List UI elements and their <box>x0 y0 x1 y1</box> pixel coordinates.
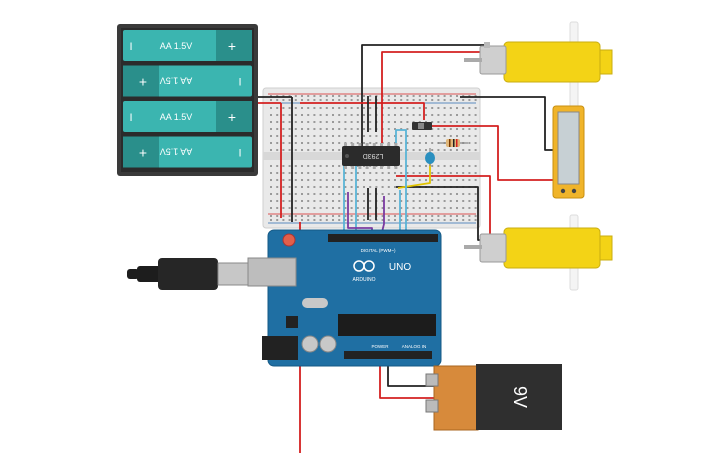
arduino-logo <box>353 260 375 272</box>
wire-top-black-right <box>460 96 556 151</box>
multimeter <box>552 105 585 199</box>
aa-cell-minus: I <box>238 77 241 89</box>
wire-motor-top-red <box>381 51 486 148</box>
wire-motor-bottom-red <box>396 175 491 248</box>
battery-9v-label: 9V <box>510 386 530 408</box>
l293d-driver: L293D <box>342 143 400 169</box>
aa-cell-label: AA 1.5V <box>160 147 193 157</box>
motor-top <box>464 21 613 113</box>
aa-battery-pack: I + AA 1.5V I + AA 1.5V I + AA 1.5V I + AA 1.5V <box>117 24 258 176</box>
aa-cell-minus: I <box>129 41 132 53</box>
aa-cell: I + AA 1.5V <box>123 65 252 97</box>
resistor <box>438 139 468 147</box>
aa-cell-plus: + <box>139 145 147 161</box>
arduino-analog-label: ANALOG IN <box>402 344 427 349</box>
aa-cell: I + AA 1.5V <box>123 101 252 132</box>
aa-cell-plus: + <box>228 109 236 125</box>
aa-cell: I + AA 1.5V <box>123 30 252 61</box>
aa-cell-minus: I <box>238 148 241 160</box>
ic-label: L293D <box>363 152 384 159</box>
breadboard-holes <box>270 95 477 221</box>
slide-switch <box>412 122 432 130</box>
wire-9v-red <box>379 355 436 399</box>
wire-yellow <box>397 160 431 189</box>
arduino-model: UNO <box>389 262 411 273</box>
aa-cell-plus: + <box>228 38 236 54</box>
arduino-brand: ARDUINO <box>352 277 375 283</box>
battery-9v: 9V <box>425 364 562 431</box>
wire-meter-red <box>432 125 556 181</box>
atmega-chip <box>338 314 436 336</box>
aa-cell-plus: + <box>139 74 147 90</box>
capacitor <box>425 148 435 166</box>
digital-header <box>328 234 438 242</box>
usb-cable <box>127 258 251 290</box>
aa-cell-minus: I <box>129 112 132 124</box>
wire-top-red-long <box>300 102 425 120</box>
power-analog-header <box>344 351 432 359</box>
aa-cell-label: AA 1.5V <box>160 76 193 86</box>
aa-cell-label: AA 1.5V <box>160 41 193 51</box>
arduino-digital-label: DIGITAL (PWM~) <box>361 248 396 253</box>
arduino-uno: DIGITAL (PWM~) UNO ARDUINO POWER ANALOG … <box>247 229 442 367</box>
arduino-power-label: POWER <box>371 344 389 349</box>
dc-jack <box>262 336 298 360</box>
aa-cell-label: AA 1.5V <box>160 112 193 122</box>
wire-motor-top-black <box>361 44 486 148</box>
usb-port <box>247 257 297 287</box>
aa-cell: I + AA 1.5V <box>123 136 252 168</box>
motor-bottom <box>464 214 613 291</box>
